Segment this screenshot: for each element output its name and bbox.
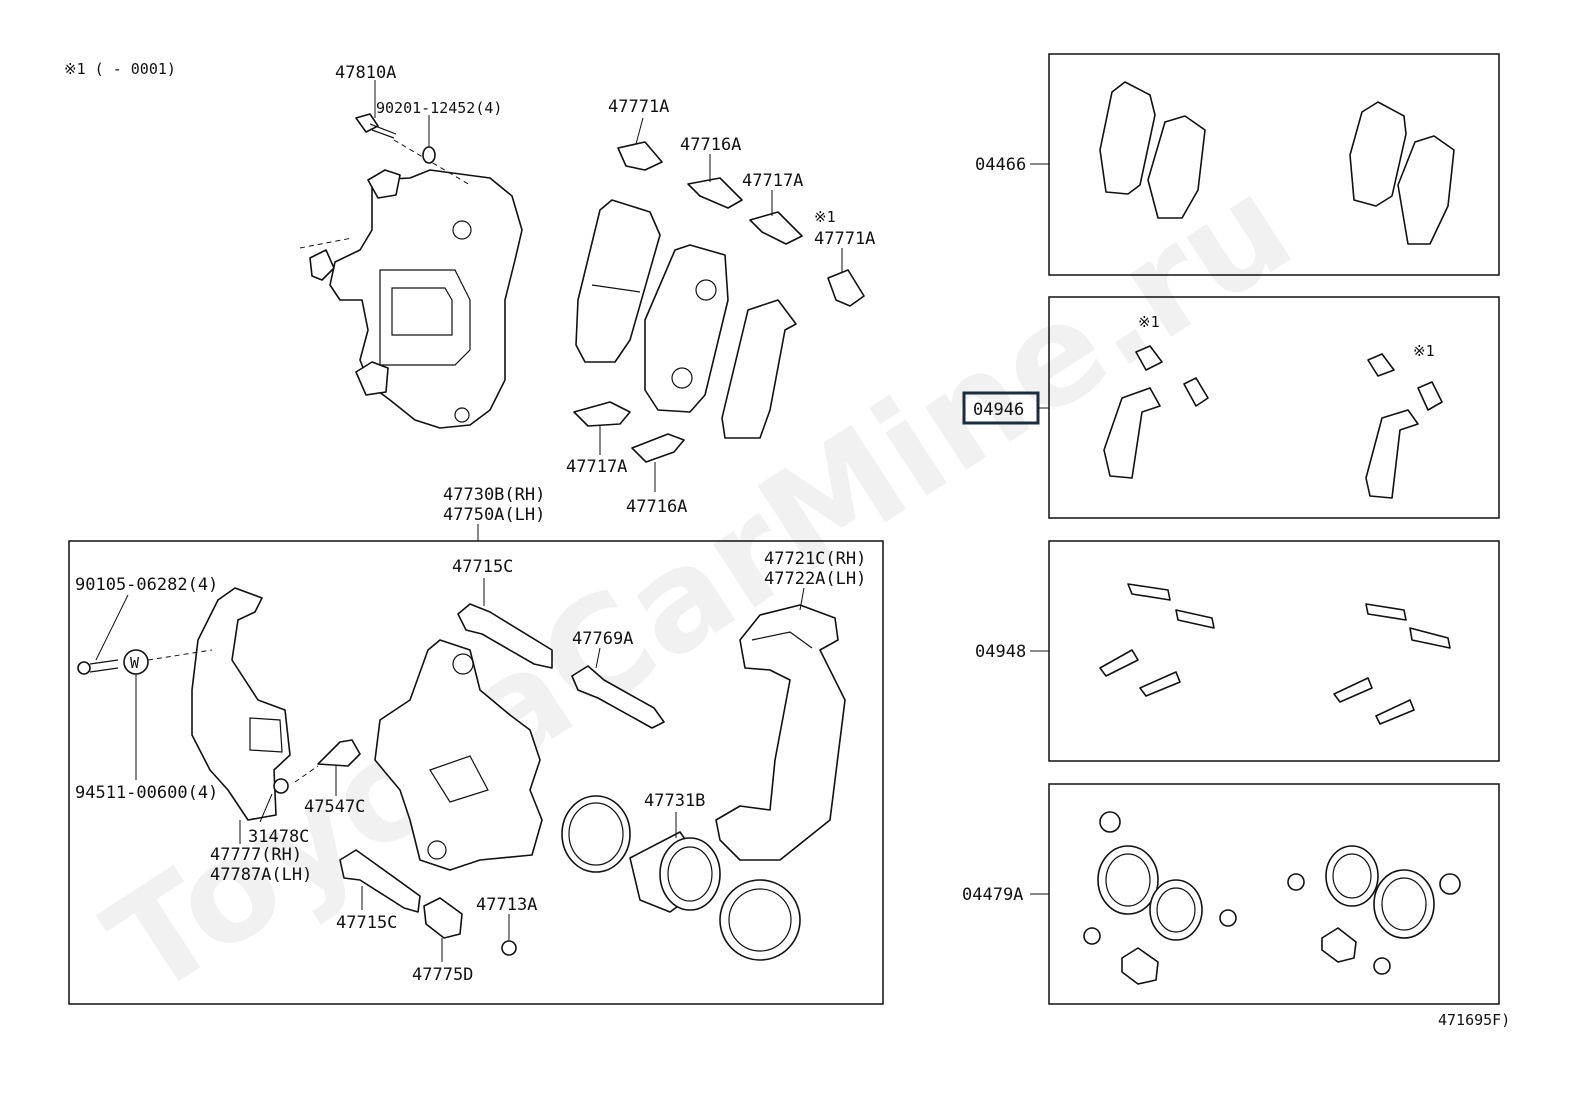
label-47775D: 47775D (412, 965, 473, 985)
washer-w-symbol: W (123, 649, 149, 780)
washer-w-letter: W (130, 654, 140, 672)
cylinder-body (374, 639, 543, 871)
clip-47771A-mid (827, 248, 865, 307)
bleeder-cap-47713A (501, 914, 517, 956)
slide-pin-47715C-top (457, 578, 553, 669)
label-94511-00600: 94511-00600(4) (75, 783, 218, 803)
bleeder-plug-47547C (294, 739, 361, 796)
label-47787A-LH: 47787A(LH) (210, 865, 312, 885)
slide-pin-47769A (571, 647, 665, 729)
anti-squeal-shim (721, 299, 797, 439)
label-47750A-LH: 47750A(LH) (443, 505, 545, 525)
spring-47716A-top (687, 154, 743, 209)
label-47771A-top: 47771A (608, 97, 669, 117)
kit-04946-shim-left (1103, 345, 1209, 479)
spring-47717A-top (749, 190, 803, 245)
kit-04479A-seals-left (1083, 811, 1237, 985)
caliper-assembly-box (68, 540, 884, 1005)
label-47547C: 47547C (304, 797, 365, 817)
kit-04479A-seals-right (1287, 845, 1461, 975)
label-04946: 04946 (973, 400, 1024, 420)
label-04948: 04948 (975, 642, 1026, 662)
label-47716A-top: 47716A (680, 135, 741, 155)
kit-04948-clips-right (1333, 603, 1451, 725)
brake-pad-inner (575, 199, 661, 363)
mounting-bracket-47721C (715, 587, 846, 861)
spring-47717A-bottom (573, 401, 631, 455)
dust-cover-47777 (191, 587, 291, 844)
catalog-code: 471695F) (1438, 1011, 1510, 1029)
washer-90201 (422, 115, 436, 164)
label-47713A: 47713A (476, 895, 537, 915)
label-47777-RH: 47777(RH) (210, 845, 302, 865)
kit-04946-mark-b: ※1 (1413, 342, 1435, 360)
kit-04946-shim-right (1365, 353, 1443, 499)
label-47715C-top: 47715C (452, 557, 513, 577)
label-47717A-bottom: 47717A (566, 457, 627, 477)
slide-pin-47715C-bottom (339, 849, 421, 913)
kit-04466-pads-left (1099, 81, 1206, 219)
bolt-47810A (355, 80, 471, 186)
label-90201-12452: 90201-12452(4) (376, 99, 502, 117)
label-90105-06282: 90105-06282(4) (75, 575, 218, 595)
brake-pad-outer (644, 244, 729, 413)
label-47730B-RH: 47730B(RH) (443, 485, 545, 505)
label-47731B: 47731B (644, 791, 705, 811)
kit-04946-mark-a: ※1 (1138, 313, 1160, 331)
label-04479A: 04479A (962, 885, 1023, 905)
piston-seal (561, 795, 631, 873)
label-47717A-top: 47717A (742, 171, 803, 191)
label-47716A-bottom: 47716A (626, 497, 687, 517)
caliper-assembly-top (299, 169, 523, 429)
spring-47716A-bottom (631, 433, 685, 492)
label-47721C-RH: 47721C(RH) (764, 549, 866, 569)
label-04466: 04466 (975, 155, 1026, 175)
label-47810A: 47810A (335, 63, 396, 83)
label-47722A-LH: 47722A(LH) (764, 569, 866, 589)
piston (629, 812, 721, 913)
mark-1-47771A: ※1 (814, 208, 836, 226)
kit-box-04948 (1048, 540, 1500, 762)
bolt-90105 (77, 594, 213, 675)
label-31478C: 31478C (248, 827, 309, 847)
kit-04466-pads-right (1349, 101, 1455, 245)
label-47715C-bottom: 47715C (336, 913, 397, 933)
label-47771A-mid: 47771A (814, 229, 875, 249)
piston-boot (719, 879, 801, 961)
clip-47771A-top (617, 117, 663, 171)
cap-31478C (259, 778, 289, 823)
kit-04948-clips-left (1099, 583, 1215, 697)
footnote-mark-1: ※1 ( - 0001) (64, 60, 176, 78)
label-47769A: 47769A (572, 629, 633, 649)
boot-47775D (423, 897, 463, 962)
